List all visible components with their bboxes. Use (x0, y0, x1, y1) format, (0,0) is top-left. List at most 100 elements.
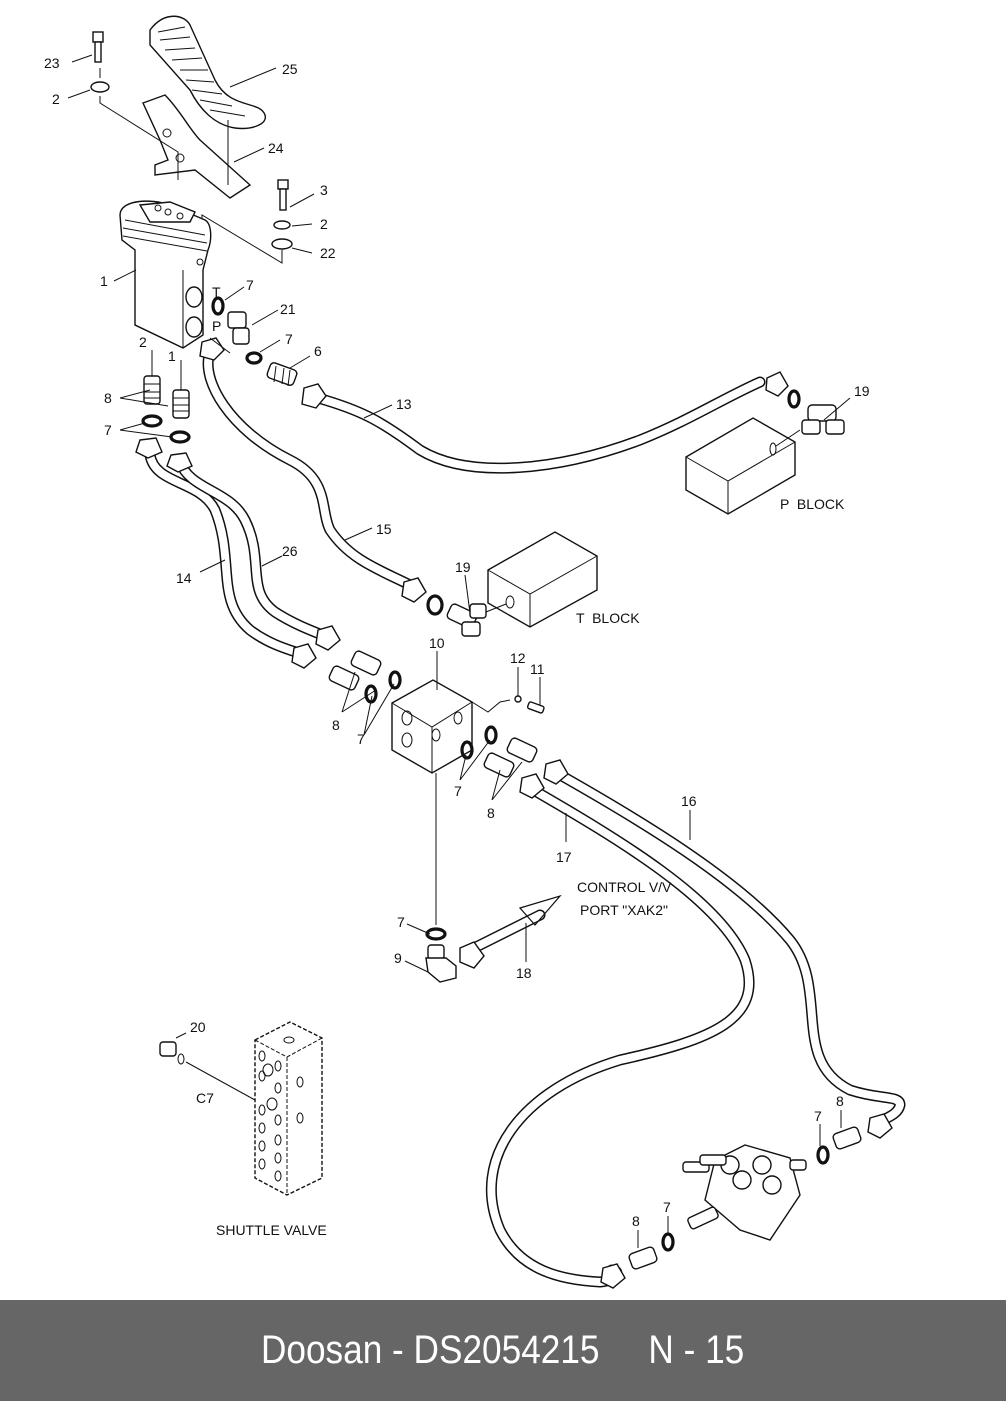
hose-nut-15-end (401, 577, 427, 603)
fitting-8-block-right-a (506, 737, 538, 763)
label-control-valve: CONTROL V/V (577, 879, 672, 895)
callout-11: 11 (530, 661, 545, 677)
callout-6: 6 (314, 343, 322, 359)
callout-8: 8 (104, 390, 112, 406)
oring-7-p-block (787, 389, 801, 409)
callout-7: 7 (814, 1108, 822, 1124)
oring-7-left-a (141, 414, 163, 428)
adapter-6 (266, 362, 298, 387)
callout-9: 9 (394, 950, 402, 966)
washer-2-top (90, 81, 110, 93)
callout-7: 7 (285, 331, 293, 347)
label-p-block: P BLOCK (780, 496, 845, 512)
hose-nut-13 (301, 383, 327, 409)
hose-14 (144, 449, 311, 661)
leader-lines (67, 54, 851, 1248)
leader-bolt-3 (201, 214, 283, 264)
callout-22: 22 (320, 245, 336, 261)
t-block (485, 531, 598, 628)
callout-24: 24 (268, 140, 284, 156)
oring-7-block-left-a (388, 670, 402, 690)
leader-c7 (185, 1061, 256, 1101)
washer-2-right (273, 220, 291, 230)
callout-14: 14 (176, 570, 192, 586)
callout-19: 19 (854, 383, 870, 399)
bolt-11 (526, 701, 545, 714)
callout-2: 2 (320, 216, 328, 232)
callout-7: 7 (397, 914, 405, 930)
plug-20 (159, 1041, 177, 1057)
tee-19-p-block (801, 404, 845, 435)
hose-nut-26 (166, 452, 193, 473)
callout-8: 8 (632, 1213, 640, 1229)
callout-21: 21 (280, 301, 296, 317)
bolt-23 (92, 31, 104, 63)
fitting-8-cv-right (832, 1126, 862, 1150)
callout-port-1: 1 (168, 348, 176, 364)
hose-nut-14-end (291, 643, 317, 669)
callout-12: 12 (510, 650, 526, 666)
callout-23: 23 (44, 55, 60, 71)
hose-26 (174, 456, 336, 644)
callout-p-port: P (212, 318, 221, 334)
hose-nut-17-end (600, 1263, 626, 1289)
callouts: 23 2 25 24 3 2 22 1 T 7 P 21 7 6 2 1 8 7… (44, 55, 870, 1229)
callout-16: 16 (681, 793, 697, 809)
hose-nut-13-end (765, 371, 789, 397)
callout-26: 26 (282, 543, 298, 559)
oring-7-cv-left (661, 1232, 675, 1252)
hose-13 (312, 376, 766, 474)
callout-8: 8 (332, 717, 340, 733)
callout-7: 7 (454, 783, 462, 799)
callout-7: 7 (104, 422, 112, 438)
callout-t-port: T (212, 284, 221, 300)
oring-7-t-block (426, 594, 444, 616)
callout-8: 8 (836, 1093, 844, 1109)
hose-nut-16-end (867, 1113, 893, 1139)
hose-17 (485, 782, 755, 1288)
block-10 (391, 679, 511, 774)
fitting-8-cv-left (628, 1246, 658, 1270)
tee-19-t-block (446, 603, 487, 637)
fitting-8-port-2 (143, 375, 161, 405)
callout-c7: C7 (196, 1090, 214, 1106)
hose-15 (202, 346, 416, 591)
callout-20: 20 (190, 1019, 206, 1035)
bolt-3 (277, 179, 289, 211)
fitting-8-block-left-a (350, 650, 382, 676)
pedal-25 (149, 15, 266, 130)
hose-nut-16-start (543, 759, 569, 785)
callout-15: 15 (376, 521, 392, 537)
callout-7: 7 (663, 1199, 671, 1215)
oring-7-cv-right (816, 1145, 830, 1165)
label-shuttle-valve: SHUTTLE VALVE (216, 1222, 327, 1238)
plug-12 (514, 695, 522, 703)
oring-7-t-port (211, 296, 225, 316)
hose-nut-15 (199, 337, 225, 361)
footer-bar: Doosan - DS2054215 N - 15 (0, 1300, 1006, 1401)
p-block (685, 417, 801, 515)
callout-7: 7 (246, 277, 254, 293)
fitting-8-block-left-b (328, 665, 360, 691)
elbow-21 (227, 311, 250, 345)
callout-17: 17 (556, 849, 572, 865)
hose-16 (549, 766, 906, 1128)
hose-nut-14 (135, 437, 163, 459)
valve-body-1 (119, 200, 212, 349)
pedal-bracket-24 (142, 94, 252, 199)
label-t-block: T BLOCK (576, 610, 640, 626)
label-control-port: PORT "XAK2" (580, 902, 668, 918)
callout-8: 8 (487, 805, 495, 821)
leader-bolt-23 (99, 68, 179, 180)
oring-7-left-b (169, 430, 191, 444)
hose-nut-26-end (315, 625, 341, 651)
oring-7-elbow (425, 927, 447, 941)
callout-19: 19 (455, 559, 471, 575)
control-valve (682, 1144, 807, 1241)
oring-20 (177, 1053, 185, 1065)
oring-7-p-port (245, 351, 263, 365)
callout-2: 2 (52, 91, 60, 107)
callout-10: 10 (429, 635, 445, 651)
callout-7: 7 (357, 731, 365, 747)
callout-3: 3 (320, 182, 328, 198)
